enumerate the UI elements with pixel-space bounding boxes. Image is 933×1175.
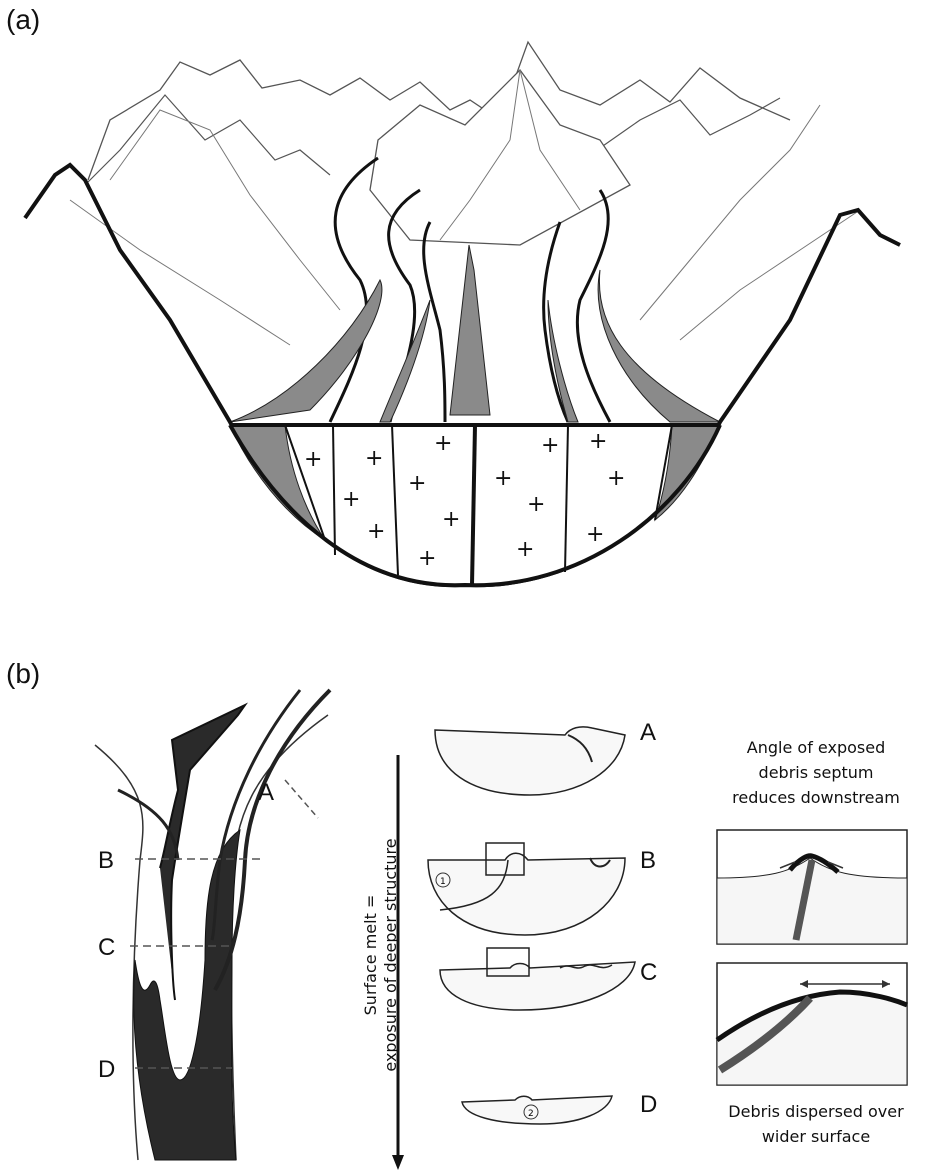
svg-text:+: + xyxy=(442,507,460,532)
top-caption-line-3: reduces downstream xyxy=(732,788,900,807)
panel-b-closeups: Angle of exposed debris septum reduces d… xyxy=(717,738,907,1146)
svg-text:+: + xyxy=(342,487,360,512)
svg-text:+: + xyxy=(527,492,545,517)
left-slope-line xyxy=(110,110,340,310)
svg-text:+: + xyxy=(516,537,534,562)
svg-text:+: + xyxy=(418,546,436,571)
flow-line-5 xyxy=(577,190,610,422)
panel-b-cross-sections: A 1 B C 2 D xyxy=(428,719,657,1124)
svg-text:+: + xyxy=(589,429,607,454)
mountain-ridge-left xyxy=(88,95,330,182)
marker-2: 2 xyxy=(528,1109,534,1119)
plan-label-C: C xyxy=(98,934,115,961)
plan-label-D: D xyxy=(98,1056,115,1083)
svg-text:+: + xyxy=(365,446,383,471)
top-caption-line-1: Angle of exposed xyxy=(747,738,885,757)
section-label-D: D xyxy=(640,1091,657,1118)
svg-text:+: + xyxy=(367,519,385,544)
panel-a-diagram: + + + + + + + + + + + + + + + xyxy=(25,42,900,585)
section-label-C: C xyxy=(640,959,657,986)
svg-text:+: + xyxy=(408,471,426,496)
plan-label-A: A xyxy=(258,779,274,806)
left-slope-line-2 xyxy=(70,200,290,345)
mountain-ridge-right xyxy=(600,98,780,148)
moraine-right-1 xyxy=(548,300,578,422)
bottom-caption-line-2: wider surface xyxy=(762,1127,870,1146)
moraine-center xyxy=(450,245,490,415)
section-line-A xyxy=(285,780,318,818)
bottom-caption-line-1: Debris dispersed over xyxy=(728,1102,904,1121)
svg-text:+: + xyxy=(434,431,452,456)
panel-b-plan-view: A B C D xyxy=(95,690,330,1160)
svg-text:+: + xyxy=(607,466,625,491)
svg-text:+: + xyxy=(494,466,512,491)
svg-text:+: + xyxy=(304,447,322,472)
central-peak xyxy=(370,70,630,245)
arrow-text-2: exposure of deeper structure xyxy=(381,838,400,1071)
arrow-text-1: Surface melt = xyxy=(361,895,380,1016)
flow-line-3 xyxy=(424,222,445,422)
right-slope-line xyxy=(640,105,820,320)
plan-label-B: B xyxy=(98,847,114,874)
plan-outer-right xyxy=(231,715,328,1160)
section-A xyxy=(435,727,625,795)
svg-text:+: + xyxy=(586,522,604,547)
section-label-B: B xyxy=(640,847,656,874)
top-caption-line-2: debris septum xyxy=(759,763,874,782)
svg-text:+: + xyxy=(541,433,559,458)
section-label-A: A xyxy=(640,719,656,746)
panel-b-arrow: Surface melt = exposure of deeper struct… xyxy=(361,755,404,1170)
section-D xyxy=(462,1096,612,1124)
moraine-left-2 xyxy=(380,300,430,422)
marker-1: 1 xyxy=(440,877,446,887)
flow-line-1 xyxy=(330,158,378,422)
section-C xyxy=(440,962,635,1010)
plan-dark-body xyxy=(134,830,240,1160)
moraine-right-2 xyxy=(598,270,720,422)
